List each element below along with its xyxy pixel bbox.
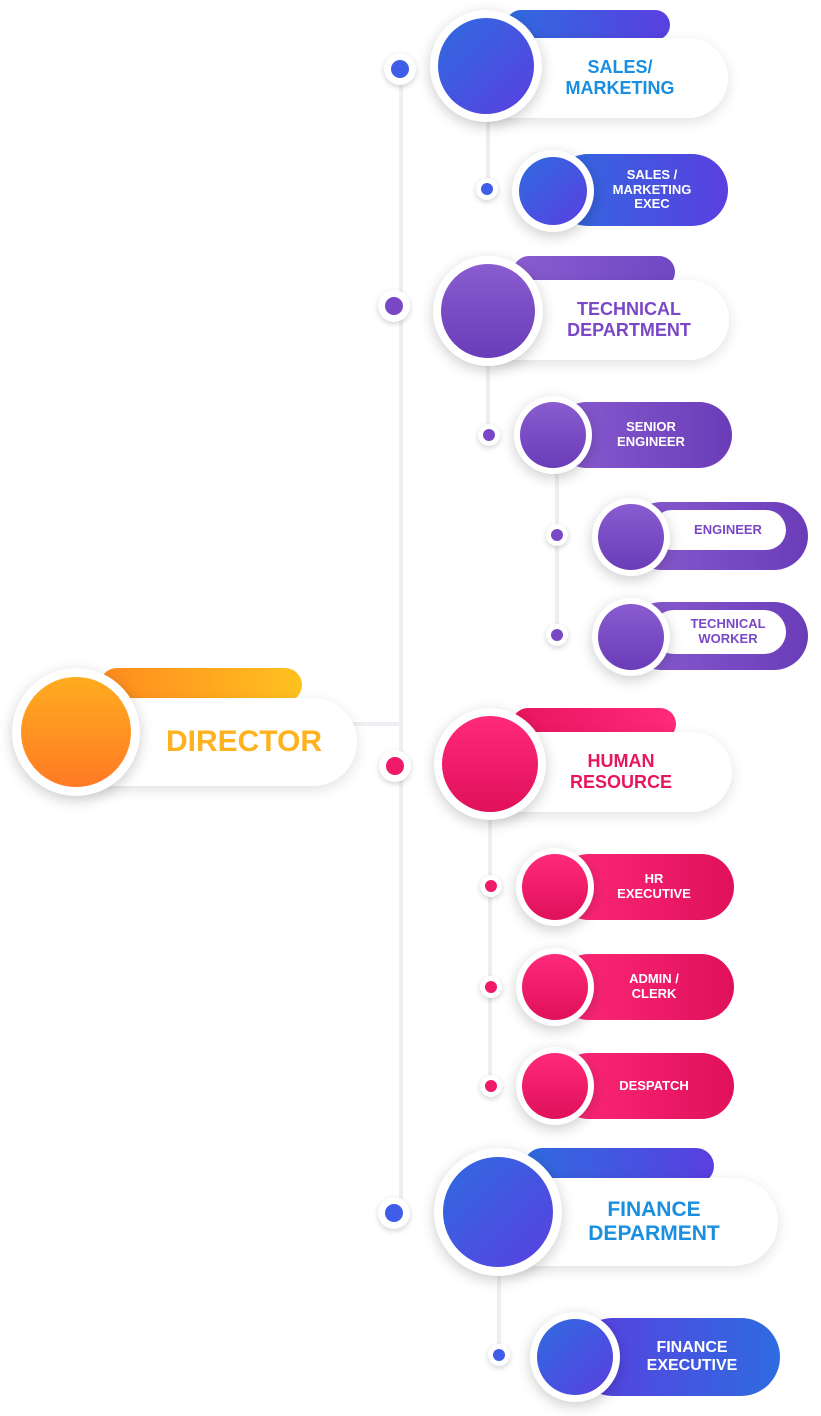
finance-department-label: FINANCE DEPARMENT <box>588 1197 720 1245</box>
connector-dot-sales-exec <box>476 178 498 200</box>
node-finance-department: FINANCE DEPARMENT <box>434 1148 778 1278</box>
node-technical-department: TECHNICAL DEPARTMENT <box>433 256 729 368</box>
connector-dot-finance-executive <box>488 1344 510 1366</box>
node-senior-engineer: SENIOR ENGINEER <box>514 396 732 474</box>
connector-dot-sales <box>384 53 416 85</box>
senior-engineer-label: SENIOR ENGINEER <box>617 419 685 449</box>
technical-branch-line <box>486 345 490 437</box>
connector-dot-senior-engineer <box>478 424 500 446</box>
connector-dot-despatch <box>480 1075 502 1097</box>
director-connector-line <box>330 722 402 726</box>
finance-branch-line <box>497 1250 501 1358</box>
hr-branch-line <box>488 800 492 1088</box>
connector-dot-technical <box>378 290 410 322</box>
technical-worker-label: TECHNICAL WORKER <box>690 616 766 646</box>
technical-department-label: TECHNICAL DEPARTMENT <box>567 299 691 340</box>
connector-dot-finance <box>378 1197 410 1229</box>
connector-dot-human-resource <box>379 750 411 782</box>
node-despatch: DESPATCH <box>516 1047 734 1125</box>
despatch-label: DESPATCH <box>619 1077 689 1093</box>
sales-marketing-label: SALES/ MARKETING <box>565 57 675 98</box>
sales-marketing-exec-label: SALES / MARKETING EXEC <box>612 166 692 212</box>
node-hr-executive: HR EXECUTIVE <box>516 848 734 926</box>
connector-dot-hr-executive <box>480 875 502 897</box>
finance-executive-label: FINANCE EXECUTIVE <box>646 1338 738 1374</box>
node-director: DIRECTOR <box>12 668 357 798</box>
node-sales-marketing-exec: SALES / MARKETING EXEC <box>512 150 728 232</box>
hr-executive-label: HR EXECUTIVE <box>617 871 691 901</box>
admin-clerk-label: ADMIN / CLERK <box>629 971 679 1001</box>
senior-engineer-branch-line <box>555 470 559 636</box>
connector-dot-engineer <box>546 524 568 546</box>
main-trunk-line <box>399 70 403 1214</box>
director-label: DIRECTOR <box>165 724 323 758</box>
human-resource-label: HUMAN RESOURCE <box>569 751 672 792</box>
connector-dot-admin-clerk <box>480 976 502 998</box>
node-sales-marketing: SALES/ MARKETING <box>430 10 728 130</box>
node-admin-clerk: ADMIN / CLERK <box>516 948 734 1026</box>
node-finance-executive: FINANCE EXECUTIVE <box>530 1312 780 1402</box>
node-engineer: ENGINEER <box>592 498 808 576</box>
node-human-resource: HUMAN RESOURCE <box>434 708 732 820</box>
connector-dot-technical-worker <box>546 624 568 646</box>
sales-branch-line <box>486 100 490 190</box>
node-technical-worker: TECHNICAL WORKER <box>592 598 808 676</box>
engineer-label: ENGINEER <box>694 521 762 537</box>
